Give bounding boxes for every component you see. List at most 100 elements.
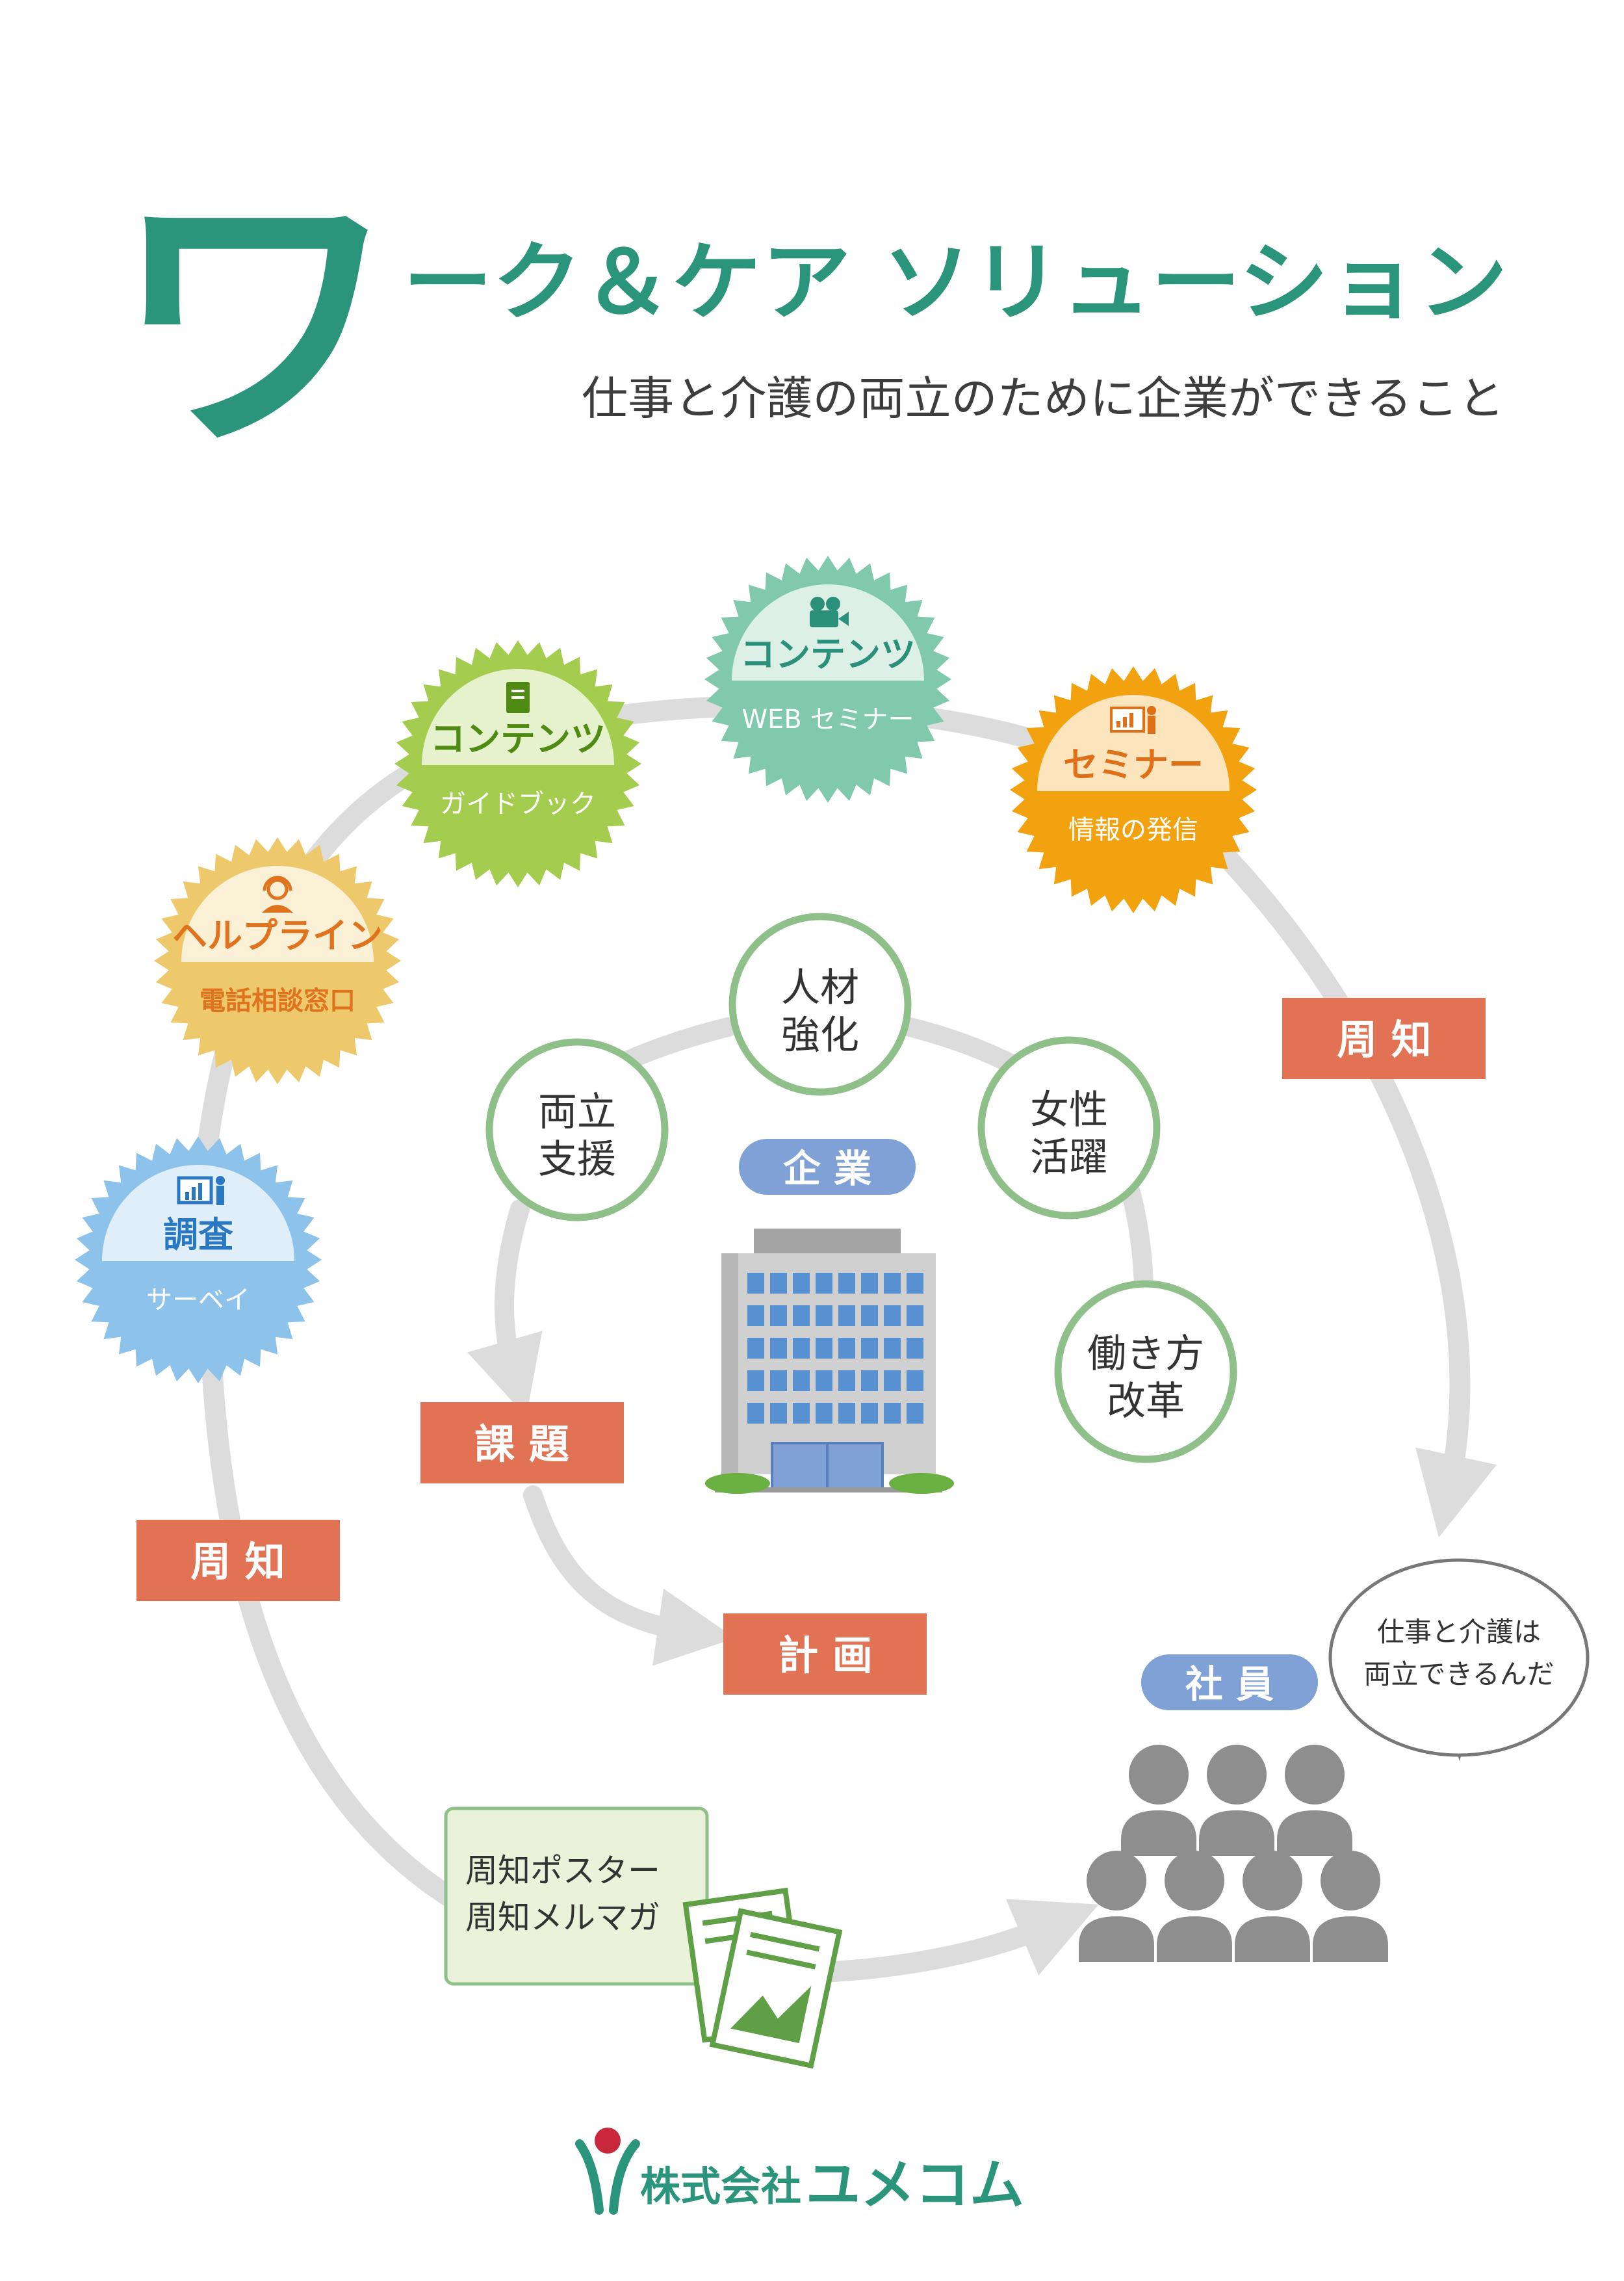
person-icon (1079, 1851, 1154, 1962)
notice-left-label-box: 周 知 (136, 1520, 340, 1601)
value-circle-balance: 両立 支援 (485, 1038, 669, 1221)
badge-highlight (732, 584, 924, 681)
window (770, 1403, 787, 1424)
person-icon (1199, 1745, 1274, 1856)
window (884, 1305, 901, 1326)
badge-title: コンテンツ (430, 718, 606, 759)
window (884, 1403, 901, 1424)
badge-subtitle: サーベイ (146, 1285, 250, 1315)
value-circle-workstyle: 働き方 改革 (1054, 1280, 1237, 1463)
window (770, 1273, 787, 1294)
headset-operator-icon (262, 876, 293, 913)
window (793, 1403, 810, 1424)
employee-label-pill: 社 員 (1141, 1654, 1318, 1710)
window (816, 1403, 832, 1424)
book-icon (506, 682, 530, 713)
poster-documents-icon (682, 1887, 843, 2069)
badge-title: セミナー (1063, 744, 1204, 785)
issue-label-box: 課 題 (420, 1402, 624, 1483)
issue-label: 課 題 (474, 1420, 569, 1468)
window (770, 1370, 787, 1391)
speech-line-1: 仕事と介護は (1377, 1616, 1541, 1648)
window (816, 1273, 832, 1294)
header: ワ ーク＆ケア ソリューション 仕事と介護の両立のために企業ができること (112, 157, 1508, 490)
window (907, 1273, 923, 1294)
badge-title: ヘルプライン (172, 915, 383, 956)
badge-subtitle: ガイドブック (440, 789, 596, 819)
page-title: ーク＆ケア ソリューション (403, 233, 1508, 333)
badge-highlight (102, 1165, 294, 1261)
value-circle-talent-line2: 強化 (781, 1013, 859, 1058)
company-value-circles: 人材 強化 女性 活躍 働き方 改革 両立 支援 (485, 913, 1237, 1463)
window (884, 1338, 901, 1359)
window (747, 1370, 764, 1391)
window (793, 1370, 810, 1391)
value-circle-talent: 人材 強化 (728, 913, 912, 1096)
window (838, 1338, 855, 1359)
value-circle-women-line2: 活躍 (1030, 1135, 1108, 1180)
window (907, 1370, 923, 1391)
notice-right-label-box: 周 知 (1282, 998, 1486, 1079)
window (838, 1370, 855, 1391)
issue-to-plan-arrow (523, 1485, 736, 1666)
window (884, 1370, 901, 1391)
notice-mailmag-text: 周知メルマガ (465, 1899, 660, 1936)
window (747, 1403, 764, 1424)
plan-label: 計 画 (778, 1632, 873, 1679)
value-circle-balance-line1: 両立 (538, 1089, 616, 1135)
company-prefix: 株式会社 (640, 2163, 801, 2210)
window (793, 1305, 810, 1326)
window (907, 1305, 923, 1326)
window (838, 1305, 855, 1326)
value-circle-balance-line2: 支援 (538, 1137, 616, 1182)
speech-line-2: 両立できるんだ (1363, 1658, 1554, 1690)
person-icon (1121, 1745, 1196, 1856)
window (770, 1305, 787, 1326)
video-camera-icon (810, 597, 849, 627)
employee-group-icon (1079, 1745, 1388, 1962)
speech-bubble: 仕事と介護は 両立できるんだ (1328, 1558, 1590, 1762)
window (884, 1273, 901, 1294)
notice-media-box: 周知ポスター 周知メルマガ (444, 1806, 709, 1986)
window (861, 1370, 878, 1391)
yumecom-logo-icon (575, 2128, 640, 2215)
window (907, 1403, 923, 1424)
badge-subtitle: 情報の発信 (1068, 815, 1198, 845)
presentation-icon (1110, 706, 1156, 734)
window (907, 1338, 923, 1359)
window (861, 1305, 878, 1326)
employee-label: 社 員 (1185, 1662, 1274, 1706)
notice-poster-text: 周知ポスター (465, 1852, 660, 1890)
window (861, 1403, 878, 1424)
window (816, 1370, 832, 1391)
value-circle-workstyle-line2: 改革 (1107, 1379, 1185, 1424)
person-icon (1157, 1851, 1232, 1962)
value-circle-women: 女性 活躍 (977, 1036, 1161, 1219)
person-icon (1277, 1745, 1352, 1856)
window (747, 1338, 764, 1359)
window (793, 1338, 810, 1359)
title-big-character: ワ (112, 157, 398, 490)
value-circle-talent-line1: 人材 (781, 965, 859, 1011)
badge-highlight (1037, 695, 1230, 791)
company-logo: 株式会社 ユメコム (575, 2128, 1024, 2217)
page-subtitle: 仕事と介護の両立のために企業ができること (582, 372, 1504, 425)
notice-right-label: 周 知 (1337, 1016, 1432, 1063)
window (861, 1273, 878, 1294)
window (816, 1338, 832, 1359)
value-circle-workstyle-line1: 働き方 (1087, 1331, 1204, 1377)
company-label: 企 業 (783, 1147, 871, 1191)
window (793, 1273, 810, 1294)
plan-label-box: 計 画 (723, 1613, 927, 1695)
badge-title: コンテンツ (740, 634, 916, 675)
window (861, 1338, 878, 1359)
badge-highlight (181, 866, 374, 962)
window (838, 1273, 855, 1294)
badge-subtitle: 電話相談窓口 (200, 986, 355, 1016)
window (838, 1403, 855, 1424)
